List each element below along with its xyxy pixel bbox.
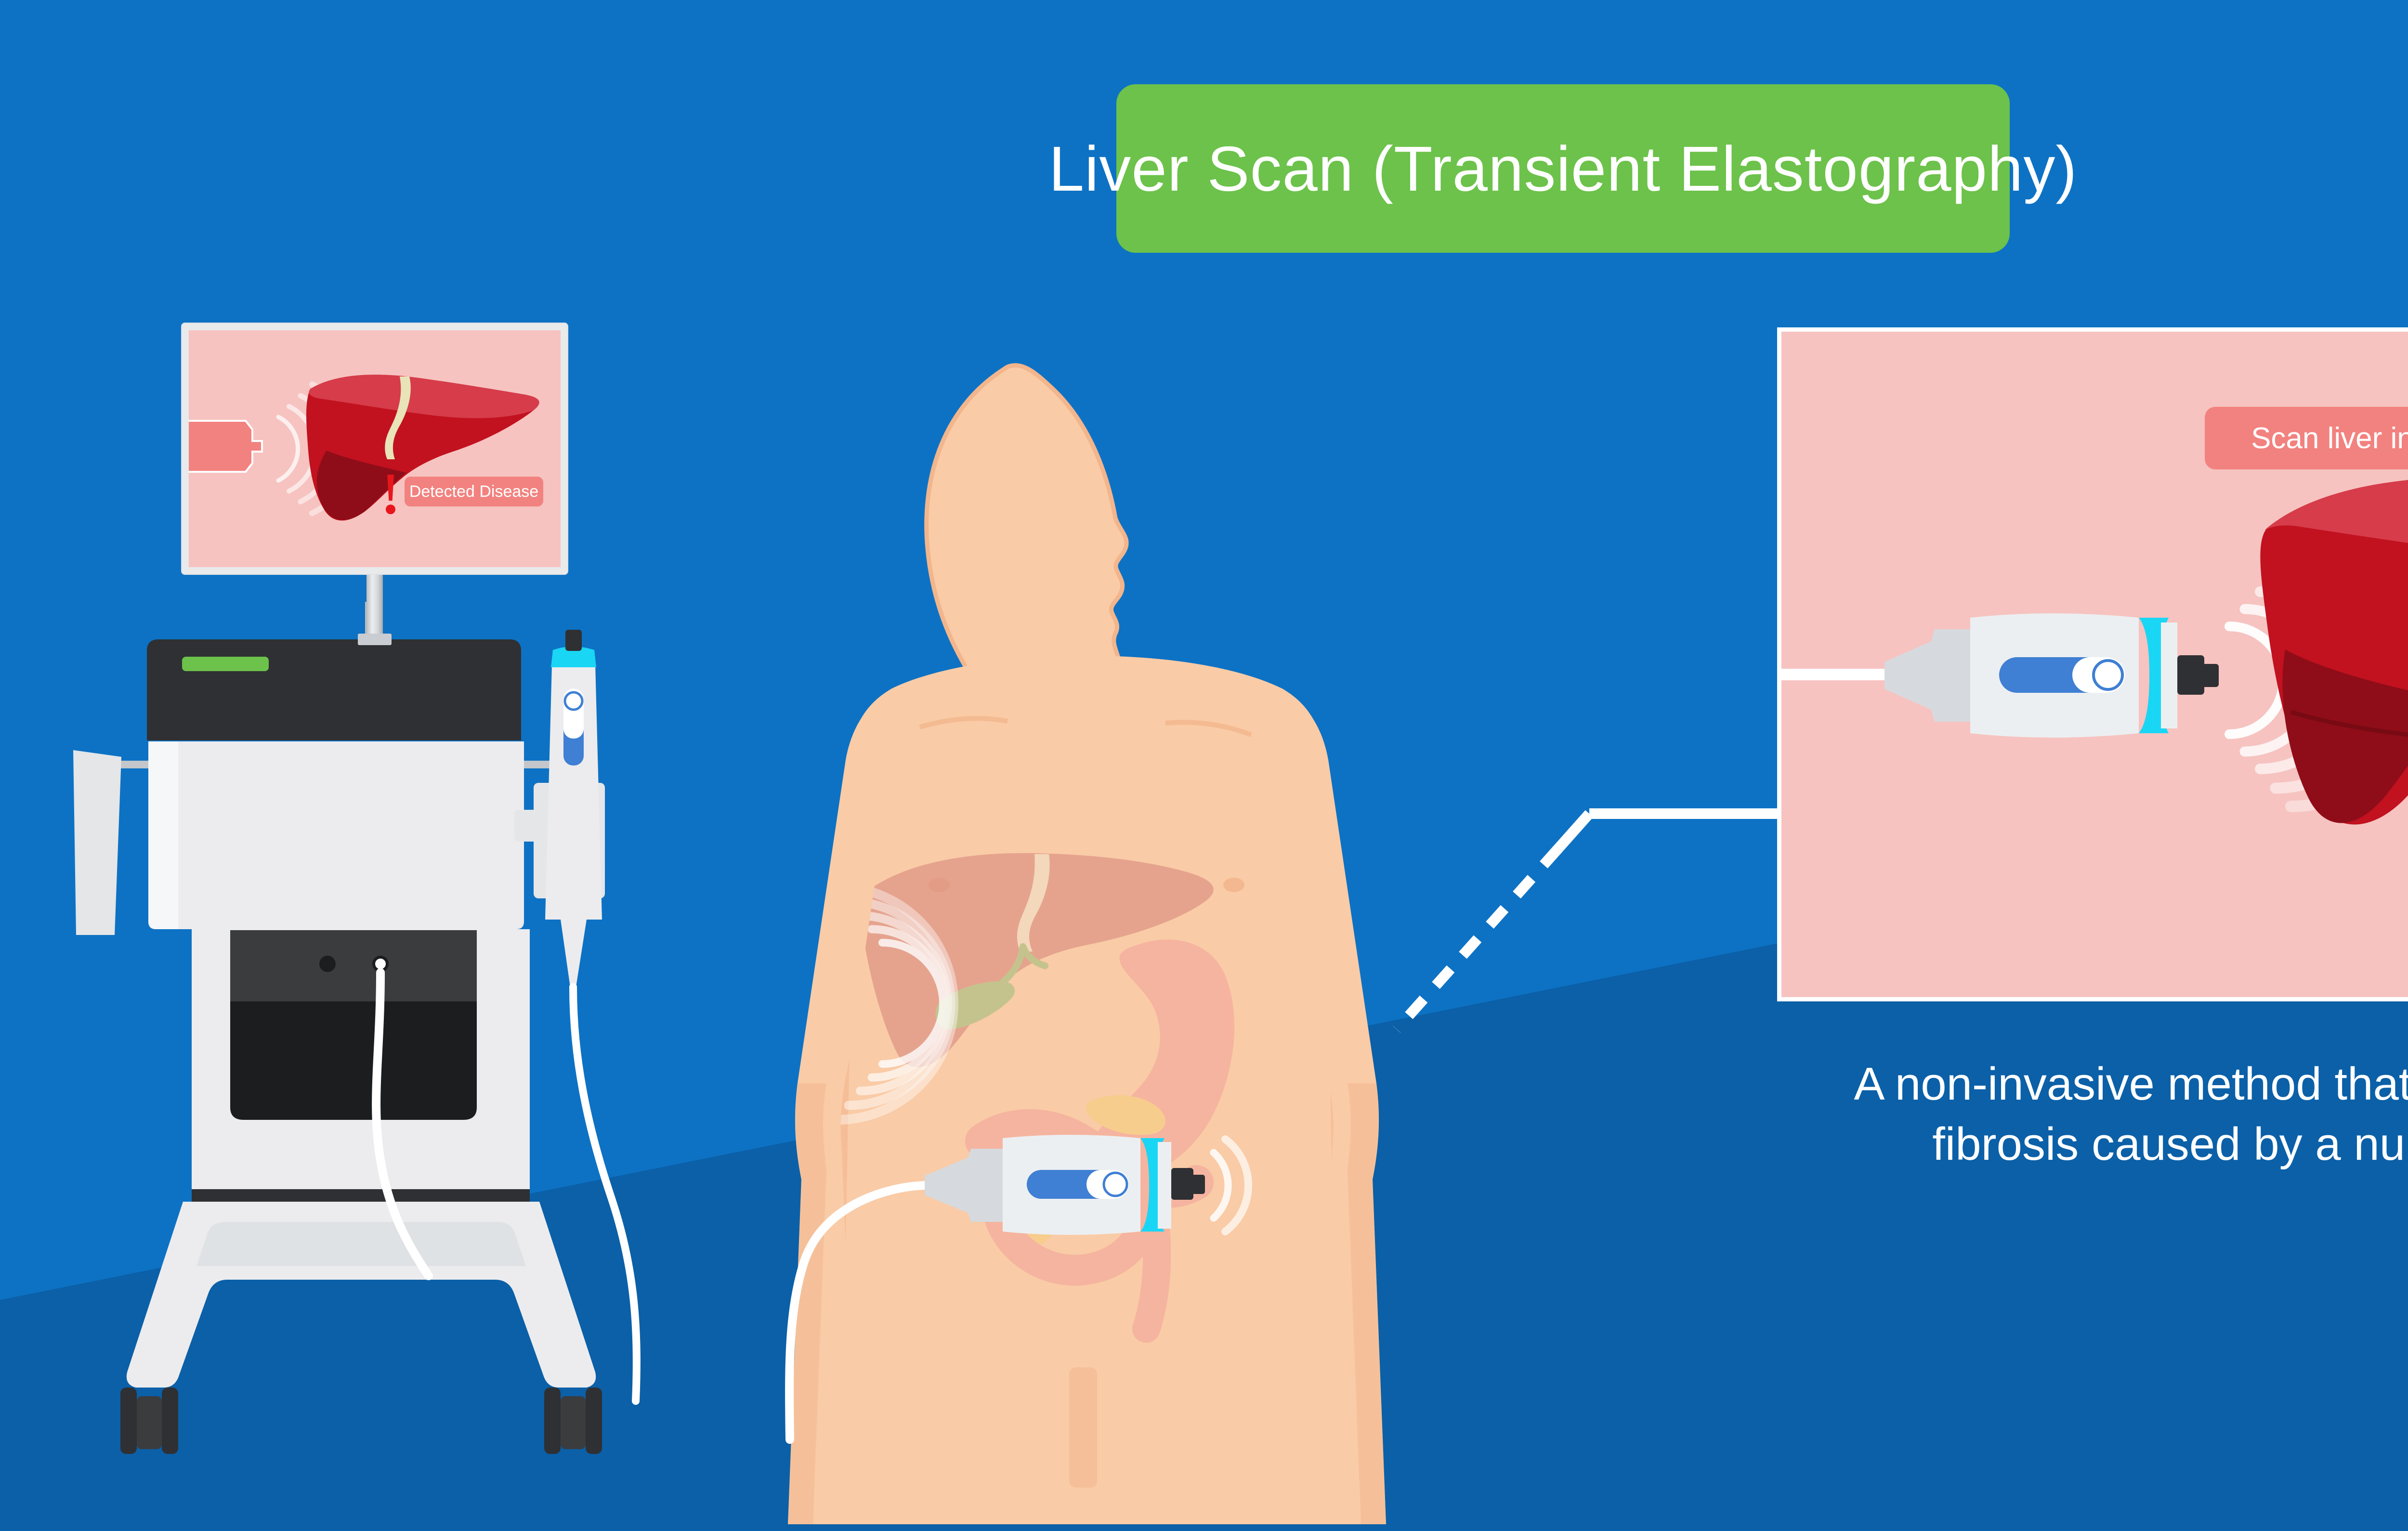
panel-probe-nub [2177, 655, 2204, 695]
monitor-stand [366, 574, 383, 636]
machine-side-tray [73, 750, 121, 935]
monitor-detected-badge-label: Detected Disease [409, 482, 539, 501]
stored-probe-connector [565, 630, 582, 651]
probe-wave-arcs [1210, 1135, 1252, 1235]
organ-liver-ligament [1017, 854, 1050, 953]
machine-base-inner-shade [196, 1222, 526, 1266]
patient-collarbone-left [919, 716, 1008, 729]
caption-line-2: fibrosis caused by a number of liver dis… [1932, 1118, 2408, 1170]
patient-figure [713, 332, 1464, 1531]
scan-progress-badge-label: Scan liver in progress... [2251, 421, 2408, 455]
machine-bay-port-left [319, 956, 336, 972]
machine-storage-bay [230, 1001, 477, 1120]
probe-shoulder [965, 1149, 1006, 1222]
monitor-screen: Detected Disease [189, 330, 561, 567]
machine-stored-probe [545, 630, 602, 987]
monitor-probe-shape [189, 420, 263, 473]
organ-bile-duct [998, 943, 1048, 986]
panel-liver-highlight [2265, 480, 2408, 543]
machine-upper-body [148, 741, 524, 929]
machine-probe-cable [569, 983, 641, 1405]
stored-probe-tip [551, 647, 596, 667]
machine-body-highlight [148, 741, 178, 929]
monitor-neck [358, 634, 392, 645]
panel-probe-nub-end [2201, 664, 2219, 687]
connector-dashed-segment [1392, 844, 1563, 1033]
panel-liver-shadow [2282, 649, 2408, 823]
patient-head [924, 363, 1129, 701]
stored-probe-body [545, 664, 602, 920]
patient-navel-shade [1069, 1367, 1097, 1488]
handheld-probe[interactable] [785, 1103, 1252, 1444]
panel-probe-shoulder [1927, 629, 1973, 722]
page-title-banner: Liver Scan (Transient Elastography) [1049, 84, 2077, 253]
organ-pancreas [1086, 1095, 1165, 1135]
panel-liver [2260, 480, 2408, 825]
probe-nub-end [1191, 1175, 1205, 1194]
monitor-liver [306, 375, 539, 521]
patient-collarbone-right [1165, 720, 1252, 737]
machine-body-cable [372, 968, 433, 1280]
patient-arm-left-shade [788, 1083, 826, 1524]
machine-bay-port-right-inner [375, 959, 386, 969]
probe-tail [925, 1156, 971, 1214]
organ-gallbladder [935, 981, 1015, 1030]
caption-line-1: A non-invasive method that measure liver… [1854, 1058, 2408, 1110]
probe-holder-nub [514, 810, 537, 842]
machine-wheel-right [544, 1388, 602, 1454]
monitor-liver-ligament [385, 376, 411, 459]
panel-probe [1885, 613, 2219, 738]
probe-nub [1171, 1168, 1193, 1200]
machine-storage-bay-top [230, 930, 477, 1006]
machine-wheel-left [120, 1388, 178, 1454]
probe-tip-collar [1158, 1142, 1171, 1229]
machine-control-panel [147, 639, 521, 740]
stored-probe-indicator-dot [563, 691, 584, 711]
ultrasound-machine [73, 602, 650, 1468]
panel-caption: A non-invasive method that measure liver… [1782, 1054, 2408, 1175]
patient-nipple-right [1223, 878, 1244, 892]
monitor-detected-badge: Detected Disease [405, 477, 543, 506]
patient-arm-right-shade [1348, 1083, 1386, 1524]
patient-scan-waves [832, 882, 958, 1125]
probe-progress-dot [1102, 1171, 1128, 1197]
panel-probe-tip-collar [2161, 623, 2177, 728]
monitor-alert-icon [384, 475, 397, 516]
panel-liver-fissure [2290, 710, 2408, 737]
page-title: Liver Scan (Transient Elastography) [1048, 133, 2078, 204]
machine-monitor: Detected Disease [182, 324, 567, 645]
scan-progress-badge: Scan liver in progress... [2205, 407, 2408, 469]
machine-led-indicator [182, 657, 269, 671]
machine-column-divider [192, 1189, 530, 1202]
probe-cable [785, 1181, 933, 1444]
stored-probe-taper [561, 920, 587, 987]
connector-elbow [1554, 810, 1594, 852]
panel-probe-tail [1885, 640, 1935, 711]
callout-connector [1392, 785, 1806, 1054]
panel-probe-progress-dot [2092, 659, 2124, 691]
